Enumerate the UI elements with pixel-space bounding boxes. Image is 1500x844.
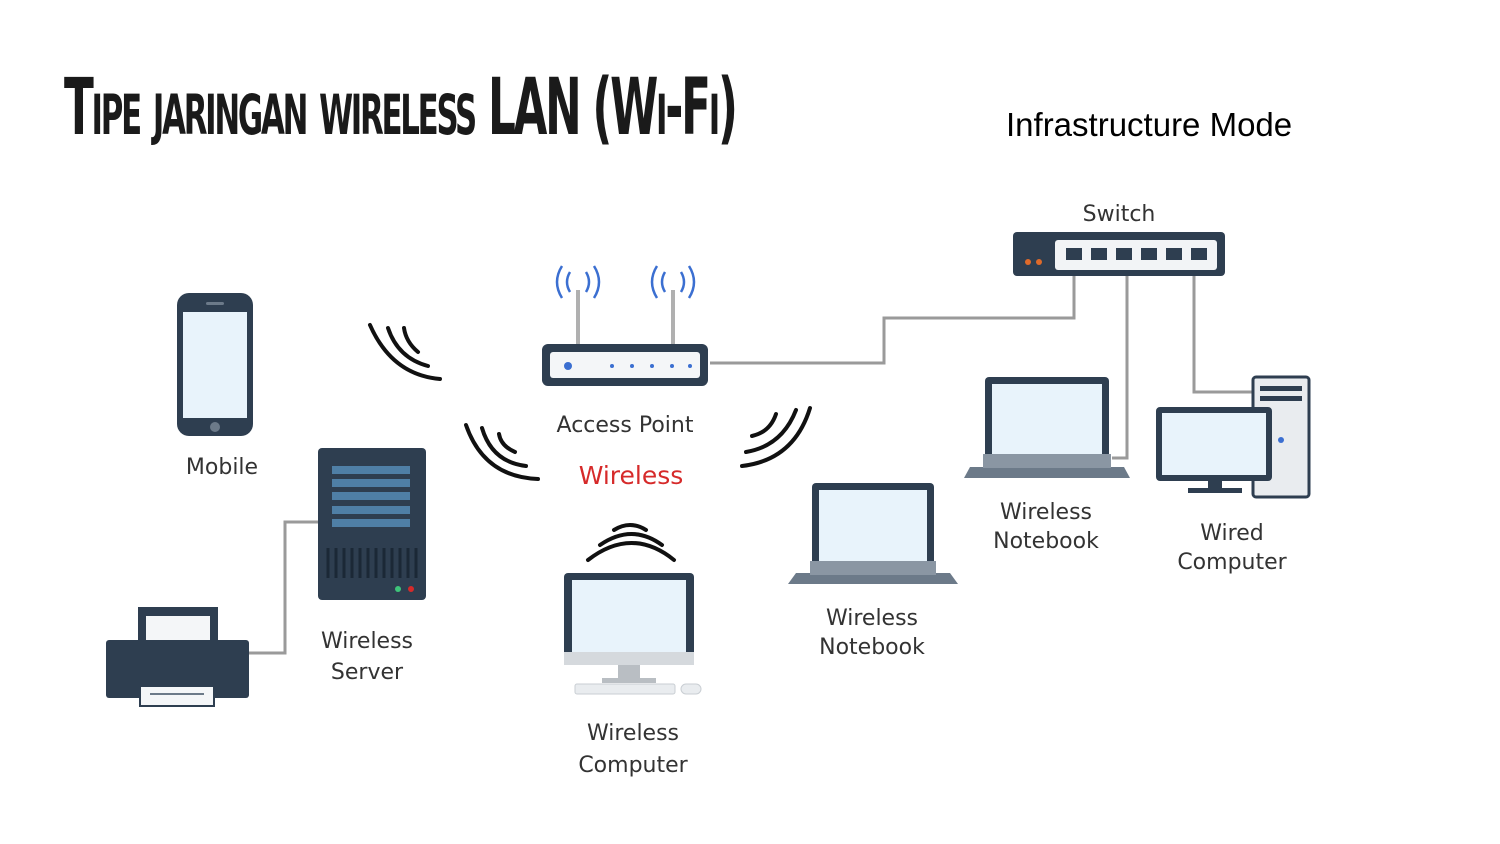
server-label-line1: Wireless bbox=[321, 629, 413, 654]
wave-lower-left bbox=[497, 432, 517, 454]
wireless-computer-device bbox=[564, 573, 702, 695]
notebook2-label-line1: Wireless bbox=[1000, 500, 1092, 525]
wireless-notebook-1-device bbox=[788, 483, 958, 584]
computer-label-line1: Wireless bbox=[587, 721, 679, 746]
notebook1-label-line2: Notebook bbox=[819, 635, 925, 660]
wave-upper-left bbox=[402, 326, 420, 354]
mobile-device bbox=[177, 293, 253, 436]
slide-title: Tipe jaringan wireless LAN (Wi-Fi) bbox=[64, 63, 738, 153]
wireless-notebook-2-device bbox=[964, 377, 1130, 478]
wired-label-line2: Computer bbox=[1177, 550, 1287, 575]
wave-lower-right bbox=[750, 412, 778, 438]
mobile-label: Mobile bbox=[186, 455, 258, 480]
cable-switch-notebook bbox=[1112, 270, 1129, 460]
notebook2-label-line2: Notebook bbox=[993, 529, 1099, 554]
cable-switch-wired bbox=[1192, 270, 1256, 394]
switch-label: Switch bbox=[1083, 202, 1156, 227]
cables bbox=[248, 270, 1256, 655]
switch-device bbox=[1013, 232, 1225, 276]
server-label-line2: Server bbox=[331, 660, 404, 685]
cable-server-printer bbox=[248, 520, 318, 655]
access-point-device bbox=[542, 265, 708, 386]
cable-ap-switch bbox=[710, 270, 1076, 365]
wave-computer bbox=[612, 523, 648, 532]
signal-waves bbox=[368, 323, 812, 562]
computer-label-line2: Computer bbox=[578, 753, 688, 778]
wired-label-line1: Wired bbox=[1200, 521, 1263, 546]
server-device bbox=[318, 448, 426, 600]
access-point-label: Access Point bbox=[557, 413, 694, 438]
wired-computer-device bbox=[1156, 375, 1311, 499]
wireless-label: Wireless bbox=[579, 461, 684, 490]
slide-subtitle: Infrastructure Mode bbox=[1006, 106, 1293, 143]
printer-device bbox=[106, 607, 249, 707]
notebook1-label-line1: Wireless bbox=[826, 606, 918, 631]
